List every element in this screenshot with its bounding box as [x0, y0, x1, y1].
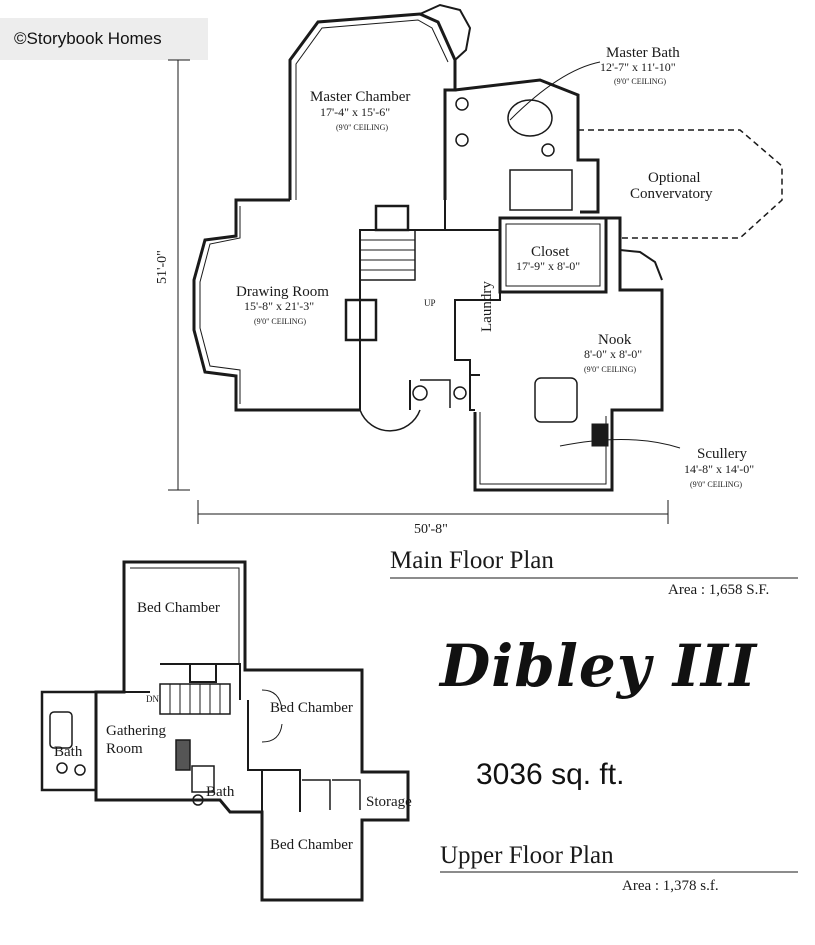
- conservatory-label-line1: Optional: [648, 170, 701, 186]
- upper-bath-1-label: Bath: [54, 744, 83, 760]
- nook-label: Nook: [598, 332, 632, 348]
- master-chamber-ceiling: (9'0" CEILING): [336, 123, 388, 132]
- main-floor-walls: [192, 3, 783, 492]
- drawing-room-size: 15'-8" x 21'-3": [244, 299, 314, 313]
- master-chamber-size: 17'-4" x 15'-6": [320, 105, 390, 119]
- master-bath-size: 12'-7" x 11'-10": [600, 60, 676, 74]
- drawing-room-label: Drawing Room: [236, 284, 329, 300]
- scullery-label: Scullery: [697, 446, 747, 462]
- storage-label: Storage: [366, 794, 412, 810]
- model-name-title: Dibley III: [440, 632, 758, 700]
- nook-ceiling: (9'0" CEILING): [584, 365, 636, 374]
- drawing-room-ceiling: (9'0" CEILING): [254, 317, 306, 326]
- upper-bed-chamber-2-label: Bed Chamber: [270, 700, 353, 716]
- main-floor-title: Main Floor Plan: [390, 547, 554, 574]
- scullery-ceiling: (9'0" CEILING): [690, 480, 742, 489]
- stair-down-label: DN: [146, 694, 159, 704]
- scullery-size: 14'-8" x 14'-0": [684, 462, 754, 476]
- dimension-lines: [168, 59, 669, 524]
- nook-size: 8'-0" x 8'-0": [584, 347, 642, 361]
- master-chamber-label: Master Chamber: [310, 89, 410, 105]
- leader-lines: [509, 61, 681, 449]
- gathering-room-label-line1: Gathering: [106, 723, 166, 739]
- laundry-label: Laundry: [479, 281, 495, 332]
- upper-bed-chamber-1-label: Bed Chamber: [137, 600, 220, 616]
- overall-width-dimension: 50'-8": [414, 522, 448, 537]
- total-square-footage: 3036 sq. ft.: [476, 758, 625, 791]
- upper-bed-chamber-3-label: Bed Chamber: [270, 837, 353, 853]
- upper-floor-area: Area : 1,378 s.f.: [622, 878, 719, 894]
- upper-floor-walls: [40, 560, 410, 902]
- stair-up-label: UP: [424, 298, 436, 308]
- upper-bath-2-label: Bath: [206, 784, 235, 800]
- main-floor-area: Area : 1,658 S.F.: [668, 582, 770, 598]
- master-bath-label: Master Bath: [606, 45, 680, 61]
- overall-depth-dimension: 51'-0": [155, 250, 170, 284]
- closet-label: Closet: [531, 244, 570, 260]
- master-bath-ceiling: (9'0" CEILING): [614, 77, 666, 86]
- copyright-badge: ©Storybook Homes: [0, 18, 208, 60]
- closet-size: 17'-9" x 8'-0": [516, 259, 580, 273]
- conservatory-label-line2: Convervatory: [630, 186, 713, 202]
- upper-floor-title: Upper Floor Plan: [440, 842, 614, 869]
- gathering-room-label-line2: Room: [106, 741, 143, 757]
